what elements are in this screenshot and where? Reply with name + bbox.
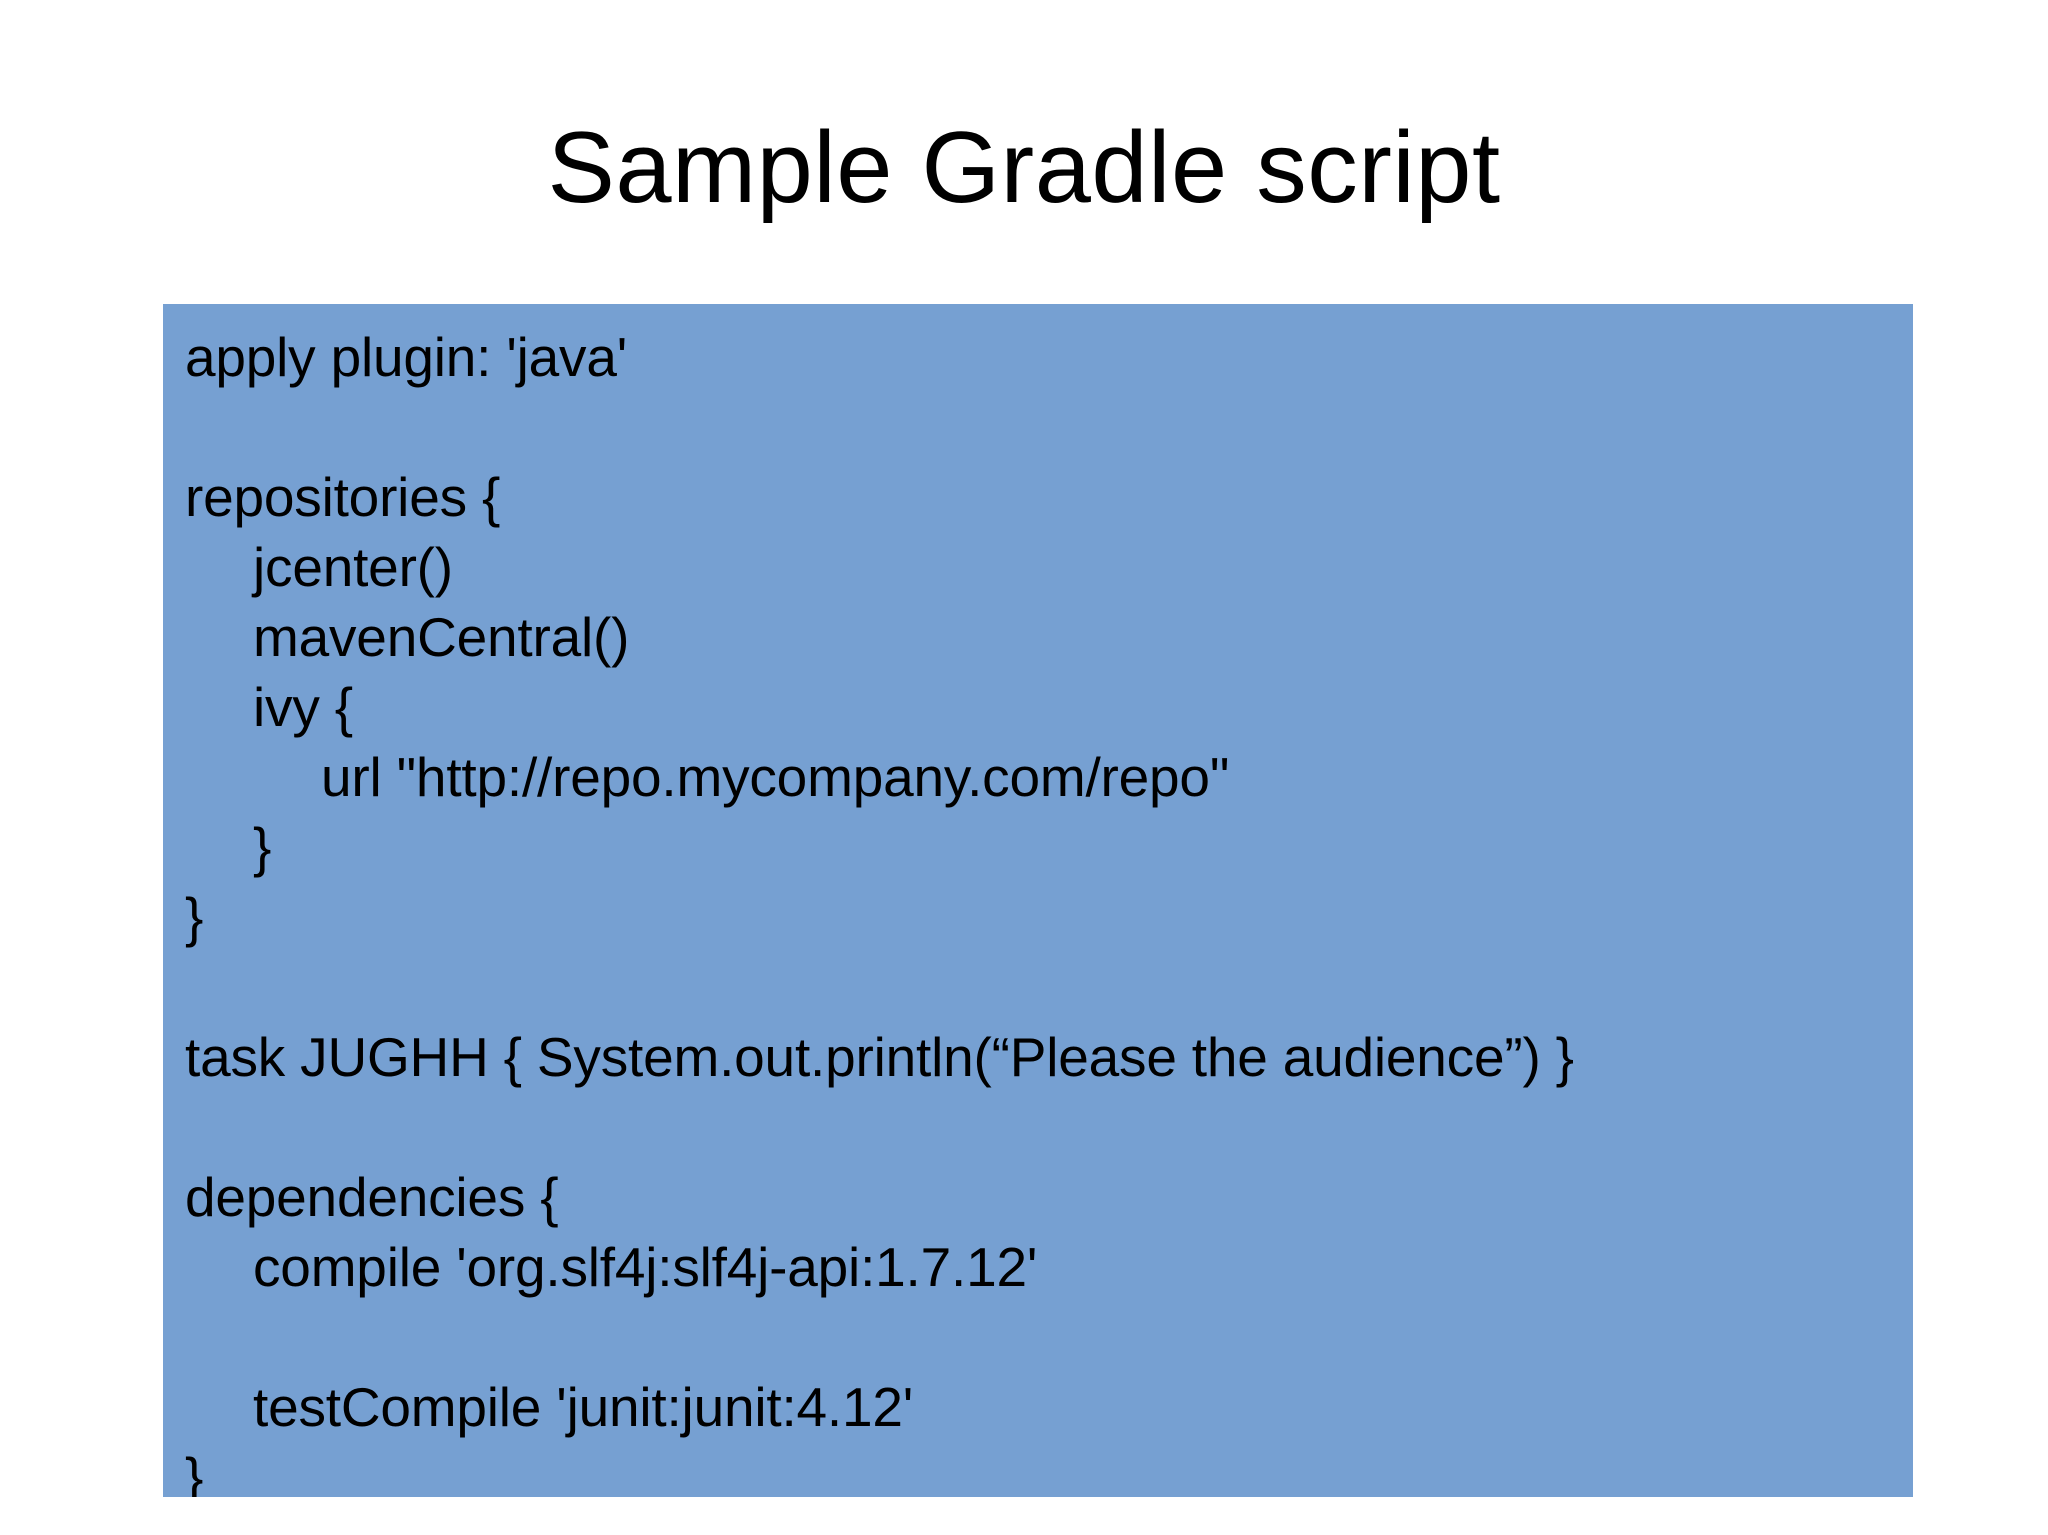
code-line: task JUGHH { System.out.println(“Please … [185,1026,1574,1088]
code-line: apply plugin: 'java' [185,326,628,388]
code-blank-line [185,952,1913,1022]
code-line: jcenter() [253,536,453,598]
page-title: Sample Gradle script [547,112,1501,224]
code-blank-line [185,1302,1913,1372]
code-line: } [185,886,204,948]
code-line: } [185,1446,204,1497]
code-line: repositories { [185,466,501,528]
code-line: compile 'org.slf4j:slf4j-api:1.7.12' [253,1236,1038,1298]
code-line: dependencies { [185,1166,559,1228]
code-line: ivy { [253,676,353,738]
code-block-panel: apply plugin: 'java' repositories { jcente… [163,304,1913,1497]
code-line: testCompile 'junit:junit:4.12' [253,1376,914,1438]
code-blank-line [185,392,1913,462]
code-line: mavenCentral() [253,606,630,668]
code-line: url "http://repo.mycompany.com/repo" [321,746,1230,808]
code-line: } [253,816,272,878]
code-blank-line [185,1092,1913,1162]
